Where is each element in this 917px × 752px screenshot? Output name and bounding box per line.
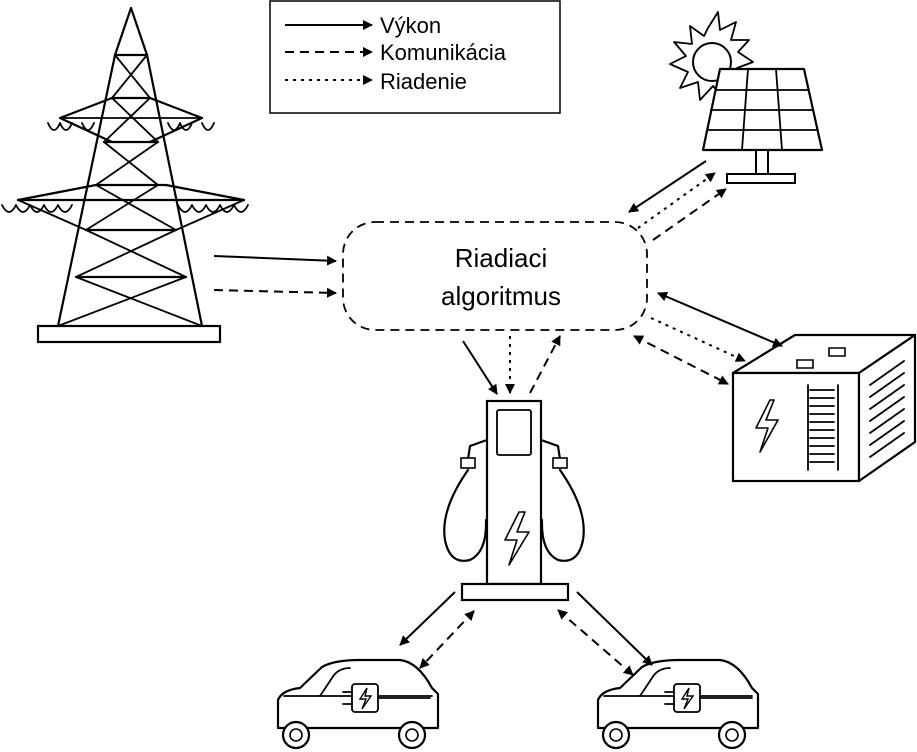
arrow-car-right-power — [576, 591, 653, 666]
arrow-grid-communication — [213, 287, 337, 298]
arrow-station-power — [462, 340, 498, 395]
electric-car-left-icon — [276, 658, 440, 750]
arrow-battery-control — [650, 317, 746, 362]
legend-power-label: Výkon — [380, 13, 441, 38]
arrow-car-right-communication — [557, 609, 634, 676]
legend-communication-label: Komunikácia — [380, 40, 507, 65]
arrow-battery-communication — [633, 335, 729, 385]
arrow-car-left-communication — [419, 610, 475, 669]
arrow-solar-power — [628, 160, 707, 213]
charging-station-icon — [443, 399, 585, 602]
arrow-car-left-power — [399, 591, 456, 646]
arrow-station-communication — [529, 335, 561, 394]
controller-label-line2: algoritmus — [441, 281, 561, 311]
battery-storage-icon — [731, 333, 917, 483]
arrow-battery-power — [657, 291, 783, 348]
legend: Výkon Komunikácia Riadenie — [269, 0, 561, 114]
power-grid-tower-icon — [1, 6, 249, 344]
controller-label-line1: Riadiaci — [455, 243, 548, 273]
legend-box — [269, 0, 561, 114]
connection-arrows — [213, 160, 783, 676]
legend-control-label: Riadenie — [380, 69, 467, 94]
arrow-solar-communication — [652, 188, 727, 241]
solar-panel-icon — [669, 11, 824, 184]
controller-node: Riadiaci algoritmus — [342, 221, 648, 331]
electric-car-right-icon — [596, 658, 760, 750]
controller-box — [342, 221, 648, 331]
arrow-grid-power — [213, 255, 337, 266]
